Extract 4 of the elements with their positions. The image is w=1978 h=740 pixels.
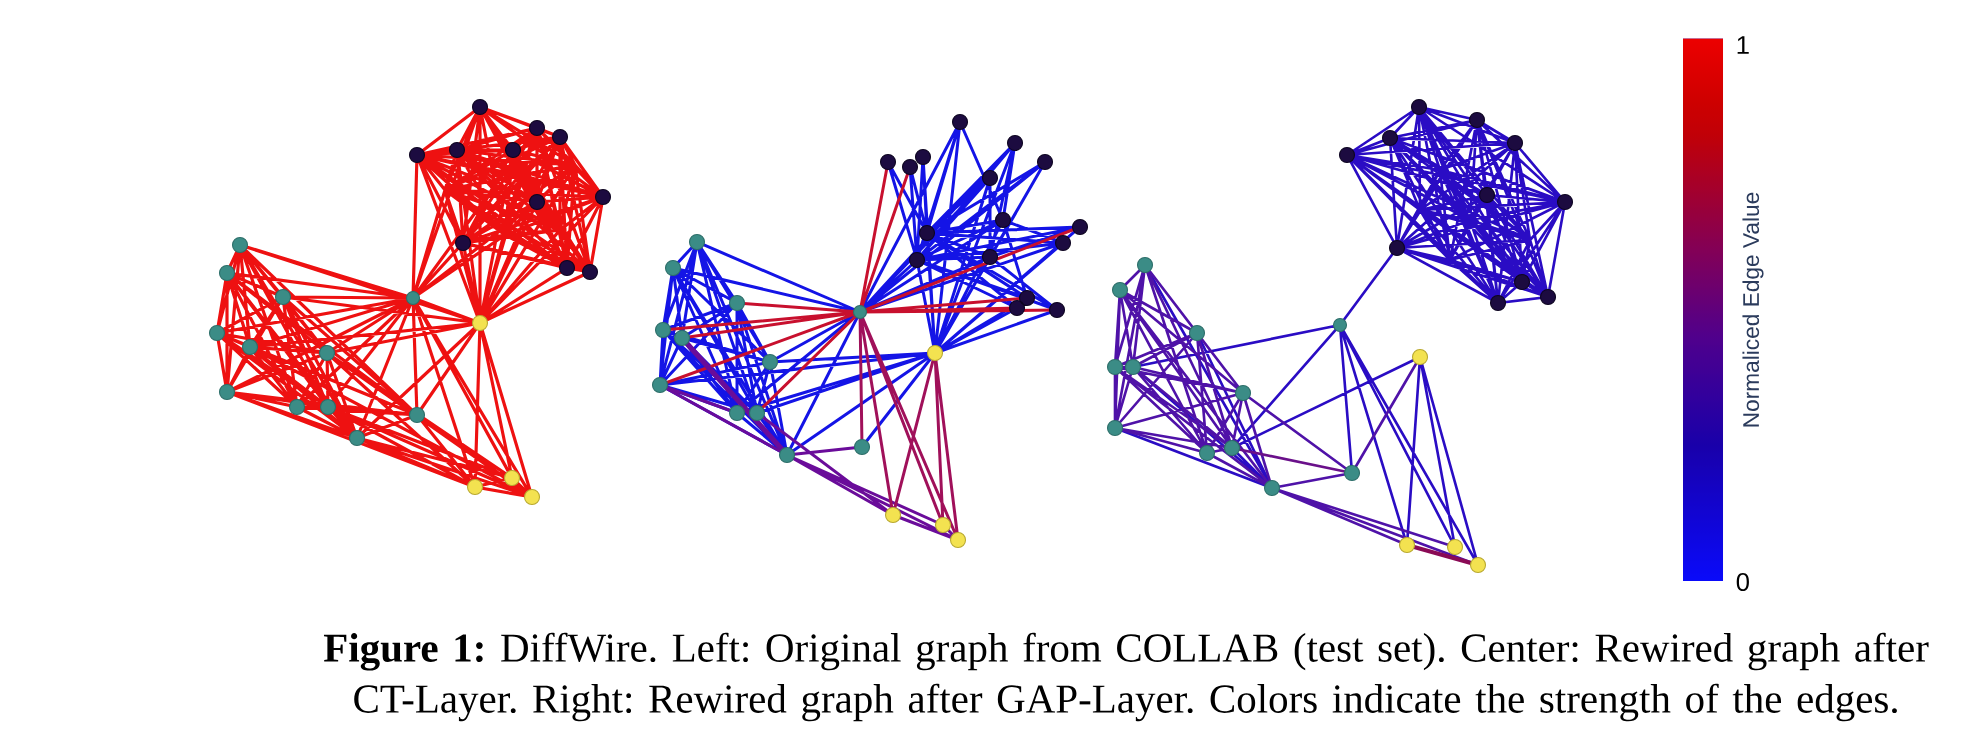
axis-label: Normaliced Edge Value xyxy=(1742,192,1764,427)
tick-label: 1 xyxy=(1737,36,1749,54)
tick-label: 0 xyxy=(1736,572,1749,592)
caption: Figure 1: DiffWire. Left: Original graph from COLLAB (test set). Center: Rewired graph after CT-Layer. Right: Rewired graph after GAP-Layer. Colors indicate the strength of the edges. xyxy=(324,632,1929,722)
